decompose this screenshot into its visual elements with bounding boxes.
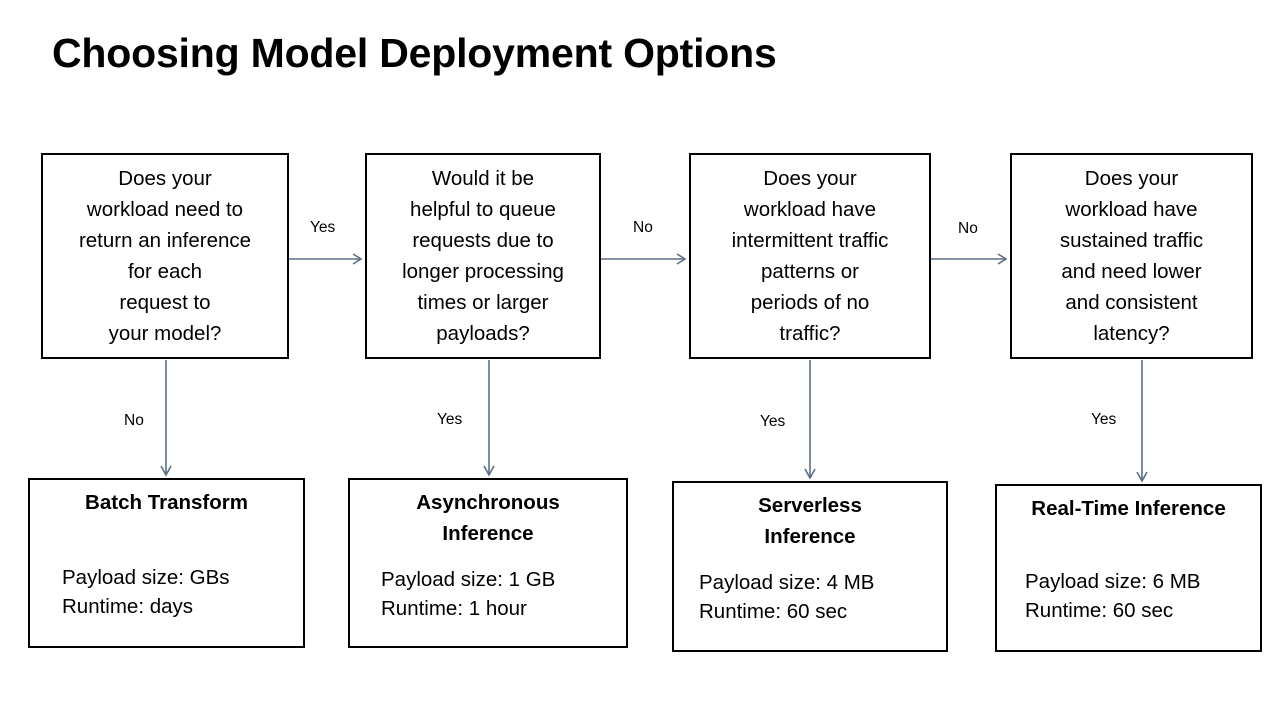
result-runtime: Runtime: 60 sec [699, 599, 848, 623]
arrow-d3-to-realtime [1136, 360, 1148, 483]
result-payload: Payload size: 6 MB [1025, 569, 1201, 593]
result-payload: Payload size: 4 MB [699, 570, 875, 594]
decision-text: Does your workload have sustained traffi… [1059, 166, 1204, 346]
edge-label-d1-to-async: Yes [437, 411, 463, 428]
edge-label-d3-to-realtime: Yes [1091, 411, 1117, 428]
edge-label-d1-to-d2: No [633, 219, 653, 236]
result-specs: Payload size: 1 GB Runtime: 1 hour [381, 565, 626, 623]
decision-box-queue-requests: Would it be helpful to queue requests du… [365, 153, 601, 359]
result-title: Real-Time Inference [1031, 497, 1226, 520]
result-box-serverless-inference: Serverless Inference Payload size: 4 MB … [672, 481, 948, 652]
arrow-d1-to-d2 [601, 253, 687, 265]
result-box-batch-transform: Batch Transform Payload size: GBs Runtim… [28, 478, 305, 648]
result-runtime: Runtime: 1 hour [381, 596, 527, 620]
page-title: Choosing Model Deployment Options [52, 30, 777, 76]
result-runtime: Runtime: 60 sec [1025, 598, 1174, 622]
result-specs: Payload size: GBs Runtime: days [62, 563, 303, 621]
arrow-d0-to-batch [160, 360, 172, 477]
result-specs: Payload size: 4 MB Runtime: 60 sec [699, 568, 946, 626]
arrow-d2-to-d3 [931, 253, 1008, 265]
result-payload: Payload size: GBs [62, 565, 230, 589]
decision-box-sustained-traffic: Does your workload have sustained traffi… [1010, 153, 1253, 359]
result-title: Asynchronous Inference [416, 491, 560, 545]
arrow-d2-to-serverless [804, 360, 816, 480]
decision-text: Does your workload need to return an inf… [78, 166, 252, 346]
edge-label-d0-to-d1: Yes [310, 219, 336, 236]
decision-text: Does your workload have intermittent tra… [731, 166, 889, 346]
result-box-real-time-inference: Real-Time Inference Payload size: 6 MB R… [995, 484, 1262, 652]
result-box-asynchronous-inference: Asynchronous Inference Payload size: 1 G… [348, 478, 628, 648]
decision-text: Would it be helpful to queue requests du… [402, 166, 564, 346]
result-title: Batch Transform [85, 491, 248, 514]
decision-box-workload-inference-per-request: Does your workload need to return an inf… [41, 153, 289, 359]
arrow-d0-to-d1 [289, 253, 363, 265]
result-specs: Payload size: 6 MB Runtime: 60 sec [1025, 567, 1260, 625]
edge-label-d2-to-d3: No [958, 220, 978, 237]
edge-label-d0-to-batch: No [124, 412, 144, 429]
result-payload: Payload size: 1 GB [381, 567, 556, 591]
decision-box-intermittent-traffic: Does your workload have intermittent tra… [689, 153, 931, 359]
edge-label-d2-to-serverless: Yes [760, 413, 786, 430]
result-runtime: Runtime: days [62, 594, 194, 618]
arrow-d1-to-async [483, 360, 495, 477]
result-title: Serverless Inference [758, 494, 862, 548]
